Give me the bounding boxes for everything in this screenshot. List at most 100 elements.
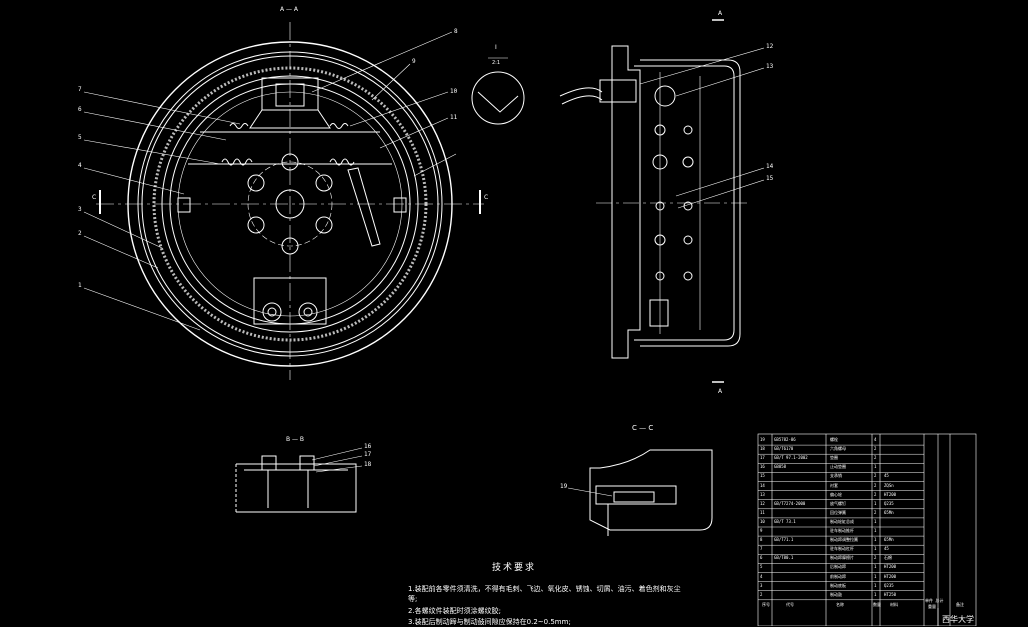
bom-header-qty: 数量 xyxy=(873,602,881,607)
bom-header-material: 材料 xyxy=(890,602,898,607)
part-callout: 16 xyxy=(364,443,372,450)
bom-cell-name: 垫圈 xyxy=(830,455,838,461)
bom-cell-qty: 1 xyxy=(874,582,877,588)
part-callout: 3 xyxy=(78,206,82,213)
bom-cell-qty: 1 xyxy=(874,546,877,552)
bom-cell-no: 10 xyxy=(760,518,765,524)
leader-lines-main xyxy=(83,31,457,331)
tech-req-line-3: 3.装配后制动蹄与制动鼓间隙应保持在0.2~0.5mm; xyxy=(408,618,571,626)
bom-cell-mat: 石棉 xyxy=(884,555,892,561)
bom-cell-name: 驻车制动杠杆 xyxy=(830,546,854,552)
part-callout: 11 xyxy=(450,114,458,121)
bom-cell-qty: 1 xyxy=(874,564,877,570)
bom-cell-name: 回位弹簧 xyxy=(830,509,846,515)
school-name: 西华大学 xyxy=(942,615,974,624)
bom-header-code: 代号 xyxy=(786,602,794,607)
part-callout: 8 xyxy=(454,28,458,35)
bom-cell-no: 14 xyxy=(760,482,765,488)
bom-cell-no: 7 xyxy=(760,546,763,552)
bom-row-lines xyxy=(758,444,924,601)
part-callout: 18 xyxy=(364,461,372,468)
bom-cell-name: 衬套 xyxy=(830,482,838,488)
bom-header-remark: 备注 xyxy=(956,602,964,607)
bom-cell-code: GB/T71.1 xyxy=(774,537,794,543)
bom-cell-no: 13 xyxy=(760,491,765,497)
cut-c-left-label: C xyxy=(92,194,97,201)
bom-cell-code: GB/T7274-2000 xyxy=(774,500,806,506)
bom-cell-mat: 65Mn xyxy=(884,537,894,543)
bom-header-mass: 重量 xyxy=(928,604,936,609)
part-callout: 17 xyxy=(364,451,372,458)
bom-cell-name: 制动底板 xyxy=(830,582,846,588)
bom-cell-qty: 1 xyxy=(874,464,877,470)
part-callout: 9 xyxy=(412,58,416,65)
bom-cell-qty: 2 xyxy=(874,455,877,461)
bom-cell-mat: HT200 xyxy=(884,573,897,579)
bom-cell-mat: 65Mn xyxy=(884,509,894,515)
part-callout: 19 xyxy=(560,483,568,490)
bom-cell-no: 19 xyxy=(760,437,765,442)
front-view-brake-assembly xyxy=(96,22,484,380)
bom-cell-name: 后制动蹄 xyxy=(830,564,846,570)
part-callout: 14 xyxy=(766,163,774,170)
bom-cell-no: 8 xyxy=(760,537,763,543)
bom-cell-qty: 1 xyxy=(874,591,877,597)
bom-cell-no: 11 xyxy=(760,509,765,515)
bom-cell-qty: 2 xyxy=(874,446,877,452)
bom-cell-qty: 4 xyxy=(874,437,877,442)
bom-header-name: 名称 xyxy=(836,602,844,607)
leader-lines-side xyxy=(639,47,765,209)
bom-cell-code: GB/T80.1 xyxy=(774,555,794,561)
bom-cell-mat: Q235 xyxy=(884,582,894,588)
bom-cell-qty: 1 xyxy=(874,528,877,533)
part-callout: 5 xyxy=(78,134,82,141)
bom-cell-name: 制动蹄摩擦片 xyxy=(830,555,854,561)
tech-req-line-1: 1.装配前各零件须清洗，不得有毛刺、飞边、氧化皮、锈蚀、切屑、油污、着色剂和灰尘 xyxy=(408,585,681,593)
bom-cell-code: GB5782-86 xyxy=(774,437,796,442)
bom-cell-code: GB/T 73.1 xyxy=(774,518,796,524)
bom-cell-no: 16 xyxy=(760,464,765,470)
bom-cell-qty: 2 xyxy=(874,491,877,497)
bom-cell-name: 制动蹄调整拉簧 xyxy=(830,537,858,543)
bom-cell-name: 放气螺钉 xyxy=(830,500,846,506)
bom-cell-no: 15 xyxy=(760,473,765,479)
detail-i-scale: 2:1 xyxy=(492,60,501,66)
detail-i-label: I xyxy=(495,44,497,51)
title-block-grid xyxy=(757,433,977,626)
bom-header-weight: 单件 总计 xyxy=(925,598,944,603)
bom-cell-no: 6 xyxy=(760,555,763,561)
part-callout: 4 xyxy=(78,162,82,169)
detail-i-view xyxy=(471,57,525,125)
bom-cell-no: 3 xyxy=(760,582,763,588)
section-bb-view xyxy=(235,455,357,513)
bom-cell-no: 5 xyxy=(760,564,763,570)
bom-cell-no: 18 xyxy=(760,446,765,452)
part-callout: 15 xyxy=(766,175,774,182)
part-callout: 13 xyxy=(766,63,774,70)
bom-cell-code: GB/T6170 xyxy=(774,446,794,452)
section-bb-title: B — B xyxy=(286,436,305,443)
bom-cell-name: 止动垫圈 xyxy=(830,464,846,470)
bom-cell-qty: 2 xyxy=(874,555,877,561)
bom-cell-name: 前制动蹄 xyxy=(830,573,846,579)
part-callout: 6 xyxy=(78,106,82,113)
tech-req-heading: 技术要求 xyxy=(492,563,537,573)
bom-cell-name: 制动鼓 xyxy=(830,591,842,597)
cut-c-right-label: C xyxy=(484,194,489,201)
bom-cell-no: 2 xyxy=(760,591,763,597)
leader-lines-bb xyxy=(311,447,363,473)
bom-header-no: 序号 xyxy=(762,602,770,607)
bom-cell-name: 六角螺母 xyxy=(830,446,846,452)
bom-cell-name: 制动轮缸总成 xyxy=(830,518,854,524)
tech-req-line-1b: 等; xyxy=(408,595,418,603)
part-callout: 12 xyxy=(766,43,774,50)
bom-cell-mat: HT200 xyxy=(884,491,897,497)
bom-cell-no: 17 xyxy=(760,455,765,461)
section-cc-title: C — C xyxy=(632,424,654,432)
bom-cell-no: 12 xyxy=(760,500,765,506)
cut-a-top-label: A xyxy=(718,10,723,17)
section-cc-view xyxy=(589,449,713,536)
leader-lines-cc xyxy=(567,487,613,497)
bom-cell-qty: 2 xyxy=(874,473,877,479)
